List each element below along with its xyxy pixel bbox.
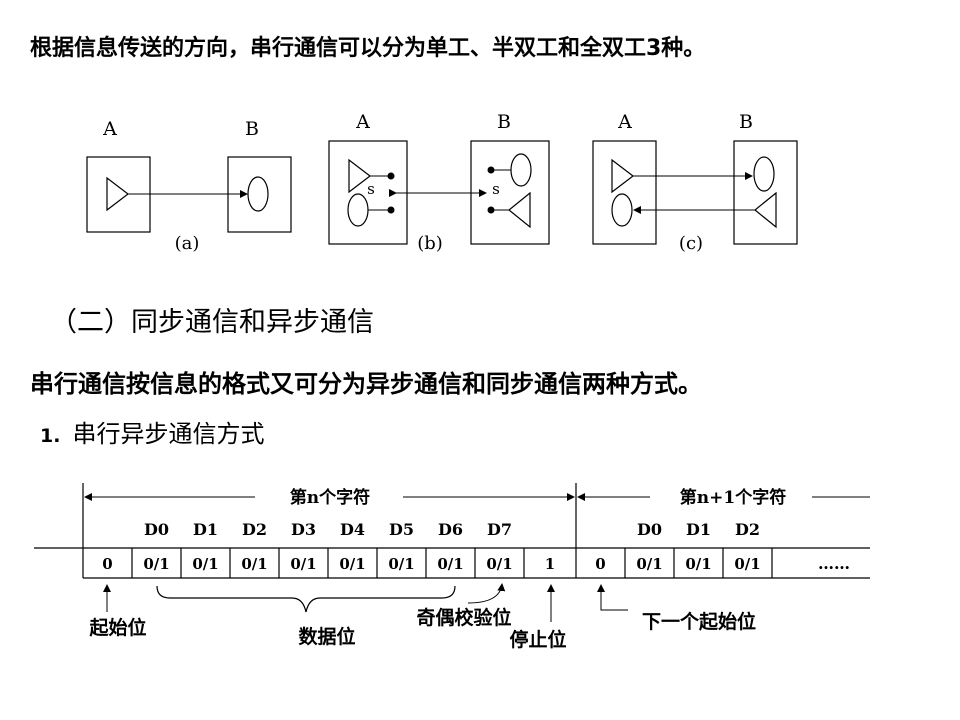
transmitter-icon [611, 158, 634, 194]
data-bit-cell: 0/1 [241, 555, 267, 573]
data-bit-cell: 0/1 [143, 555, 169, 573]
data-bit-cell: 0/1 [388, 555, 414, 573]
next-start-bit-arrow [597, 584, 628, 611]
transmitter-icon [754, 191, 777, 229]
transmitter-icon [508, 191, 531, 229]
section-title: （二）同步通信和异步通信 [50, 307, 374, 338]
char-n1-label: 第n+1个字符 [680, 487, 786, 508]
label-a: A [102, 118, 117, 140]
parity-bit-label: 奇偶校验位 [416, 606, 511, 629]
bit-header: D1 [193, 520, 218, 539]
label-a: A [355, 111, 370, 133]
label-b: B [497, 111, 511, 133]
bit-header: D2 [242, 520, 267, 539]
bit-header: D2 [735, 520, 760, 539]
ellipsis: …… [818, 554, 850, 573]
receiver-icon [247, 176, 269, 212]
next-data-bit-cell: 0/1 [734, 555, 760, 573]
label-a: A [617, 111, 632, 133]
transmitter-icon [348, 158, 371, 194]
data-bits-label: 数据位 [298, 625, 355, 648]
bit-header: D3 [291, 520, 316, 539]
receiver-icon [753, 156, 775, 192]
receiver-icon [347, 193, 369, 227]
next-start-bit-cell: 0 [595, 555, 605, 573]
switch-contact [387, 172, 395, 180]
section-intro: 串行通信按信息的格式又可分为异步通信和同步通信两种方式。 [30, 370, 702, 398]
bit-header: D0 [144, 520, 169, 539]
next-data-bit-cell: 0/1 [636, 555, 662, 573]
bit-header: D0 [637, 520, 662, 539]
caption-c: (c) [679, 233, 703, 254]
label-b: B [245, 118, 259, 140]
parity-bit-cell: 0/1 [486, 555, 512, 573]
data-bit-cell: 0/1 [290, 555, 316, 573]
start-bit-cell: 0 [102, 555, 112, 573]
switch-label: s [492, 180, 500, 198]
intro-text: 根据信息传送的方向，串行通信可以分为单工、半双工和全双工3种。 [30, 36, 706, 61]
subsection-heading: 1. 串行异步通信方式 [40, 414, 264, 449]
next-start-bit-label: 下一个起始位 [642, 610, 756, 633]
switch-contact [387, 206, 395, 214]
switch-label: s [367, 180, 375, 198]
bit-header: D1 [686, 520, 711, 539]
data-bits-brace [156, 585, 456, 613]
mode-a-simplex: A B (a) [86, 118, 292, 254]
data-bit-cell: 0/1 [339, 555, 365, 573]
stop-bit-label: 停止位 [509, 628, 566, 651]
data-bit-cell: 0/1 [192, 555, 218, 573]
caption-a: (a) [175, 233, 200, 254]
mode-b-half-duplex: s s A B (b) [328, 111, 550, 254]
label-b: B [739, 111, 753, 133]
switch-contact [487, 206, 495, 214]
receiver-icon [611, 193, 633, 227]
subsection-title: 串行异步通信方式 [72, 420, 265, 448]
mode-c-full-duplex: A B (c) [592, 111, 798, 254]
caption-b: (b) [417, 233, 443, 254]
subsection-number: 1. [40, 425, 61, 447]
data-bit-cell: 0/1 [437, 555, 463, 573]
char-n-label: 第n个字符 [290, 487, 370, 508]
parity-bit-arrow [467, 583, 506, 604]
start-bit-label: 起始位 [88, 616, 146, 639]
bit-header: D7 [487, 520, 512, 539]
transmission-modes-diagram: A B (a) s s A B (b) A B [86, 111, 798, 254]
transmitter-icon [106, 176, 129, 212]
station-b-box [733, 140, 798, 245]
next-data-bit-cell: 0/1 [685, 555, 711, 573]
stop-bit-cell: 1 [545, 555, 555, 573]
bit-header: D6 [438, 520, 463, 539]
receiver-icon [510, 153, 532, 187]
bit-header: D4 [340, 520, 365, 539]
switch-contact [487, 166, 495, 174]
bit-header: D5 [389, 520, 414, 539]
station-a-box [592, 140, 657, 245]
